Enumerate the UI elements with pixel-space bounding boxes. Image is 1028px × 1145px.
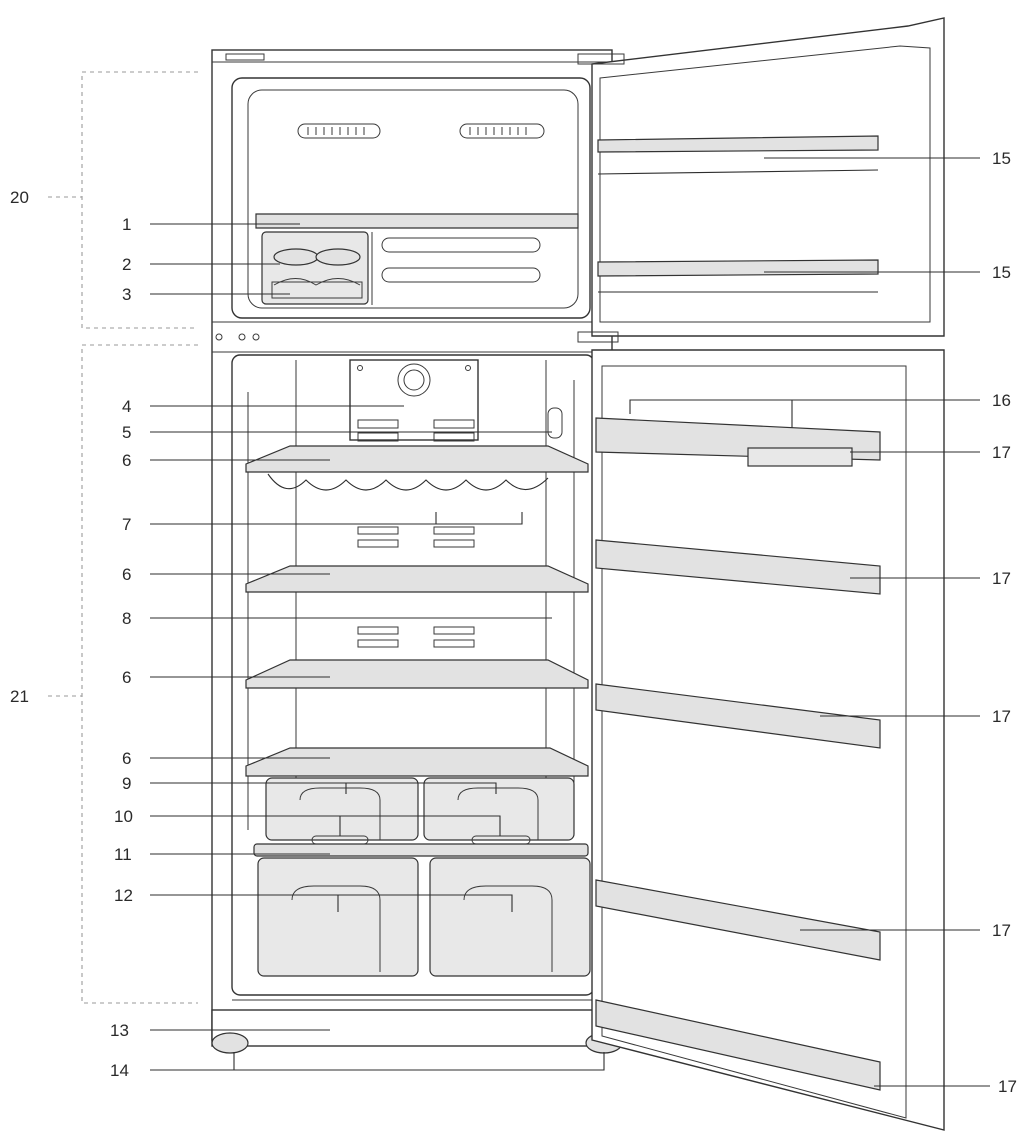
glass-shelf-3 [245,659,589,689]
callout-6-shelf-1: 6 [122,451,131,470]
ice-tray [273,248,319,266]
callout-3: 3 [122,285,131,304]
callout-1: 1 [122,215,131,234]
callout-17-shelf-4: 17 [992,921,1011,940]
freezer-vent-left [297,123,381,139]
crisper-drawer-left [257,857,419,977]
ice-tray-box [261,231,369,305]
crisper-drawer-right [429,857,591,977]
callout-15-shelf-2: 15 [992,263,1011,282]
callout-7: 7 [122,515,131,534]
fan-housing [349,359,479,441]
callout-5: 5 [122,423,131,442]
callout-labels: 20 21 1 2 3 4 5 6 7 6 8 6 6 9 10 11 12 1… [10,149,1017,1096]
section-brackets [48,71,198,1004]
callout-14: 14 [110,1061,129,1080]
door-shelf-4 [595,879,881,961]
callout-9: 9 [122,774,131,793]
crisper-cover-shelf [245,747,589,777]
callout-12: 12 [114,886,133,905]
callout-4: 4 [122,397,131,416]
chiller-drawer-left [265,777,419,841]
freezer-vent-right [459,123,545,139]
callout-20: 20 [10,188,29,207]
foot-left [211,1032,249,1054]
freezer-door-panel [591,17,945,337]
crisper-lid [253,843,589,857]
fridge-door [591,349,945,1131]
door-shelf-5 [595,999,881,1091]
cabinet [211,49,623,1054]
freezer-section-bracket [81,71,198,329]
callout-8: 8 [122,609,131,628]
callout-17-shelf-1: 17 [992,443,1011,462]
callout-11: 11 [114,845,132,864]
callout-16: 16 [992,391,1011,410]
freezer-door-shelf-2 [597,259,879,277]
door-shelf-3 [595,683,881,749]
egg-tray [747,447,853,467]
callout-10: 10 [114,807,133,826]
callout-2: 2 [122,255,131,274]
callout-17-shelf-5: 17 [998,1077,1017,1096]
fan-icon [397,363,431,397]
callout-6-shelf-4: 6 [122,749,131,768]
bottle-rack [267,473,549,491]
freezer-shelf [255,213,579,229]
ice-bank [271,281,363,299]
leader-lines [150,157,990,1087]
fridge-section-bracket [81,344,198,1004]
callout-17-shelf-3: 17 [992,707,1011,726]
chiller-drawer-right [423,777,575,841]
glass-shelf-1 [245,445,589,473]
callout-6-shelf-3: 6 [122,668,131,687]
freezer-door [577,17,945,343]
glass-shelf-2 [245,565,589,593]
callout-17-shelf-2: 17 [992,569,1011,588]
bottom-cover [211,1009,613,1047]
callout-6-shelf-2: 6 [122,565,131,584]
door-shelf-2 [595,539,881,595]
callout-15-shelf-1: 15 [992,149,1011,168]
callout-13: 13 [110,1021,129,1040]
callout-21: 21 [10,687,29,706]
freezer-door-shelf-1 [597,135,879,153]
thermostat-knob [547,407,563,439]
